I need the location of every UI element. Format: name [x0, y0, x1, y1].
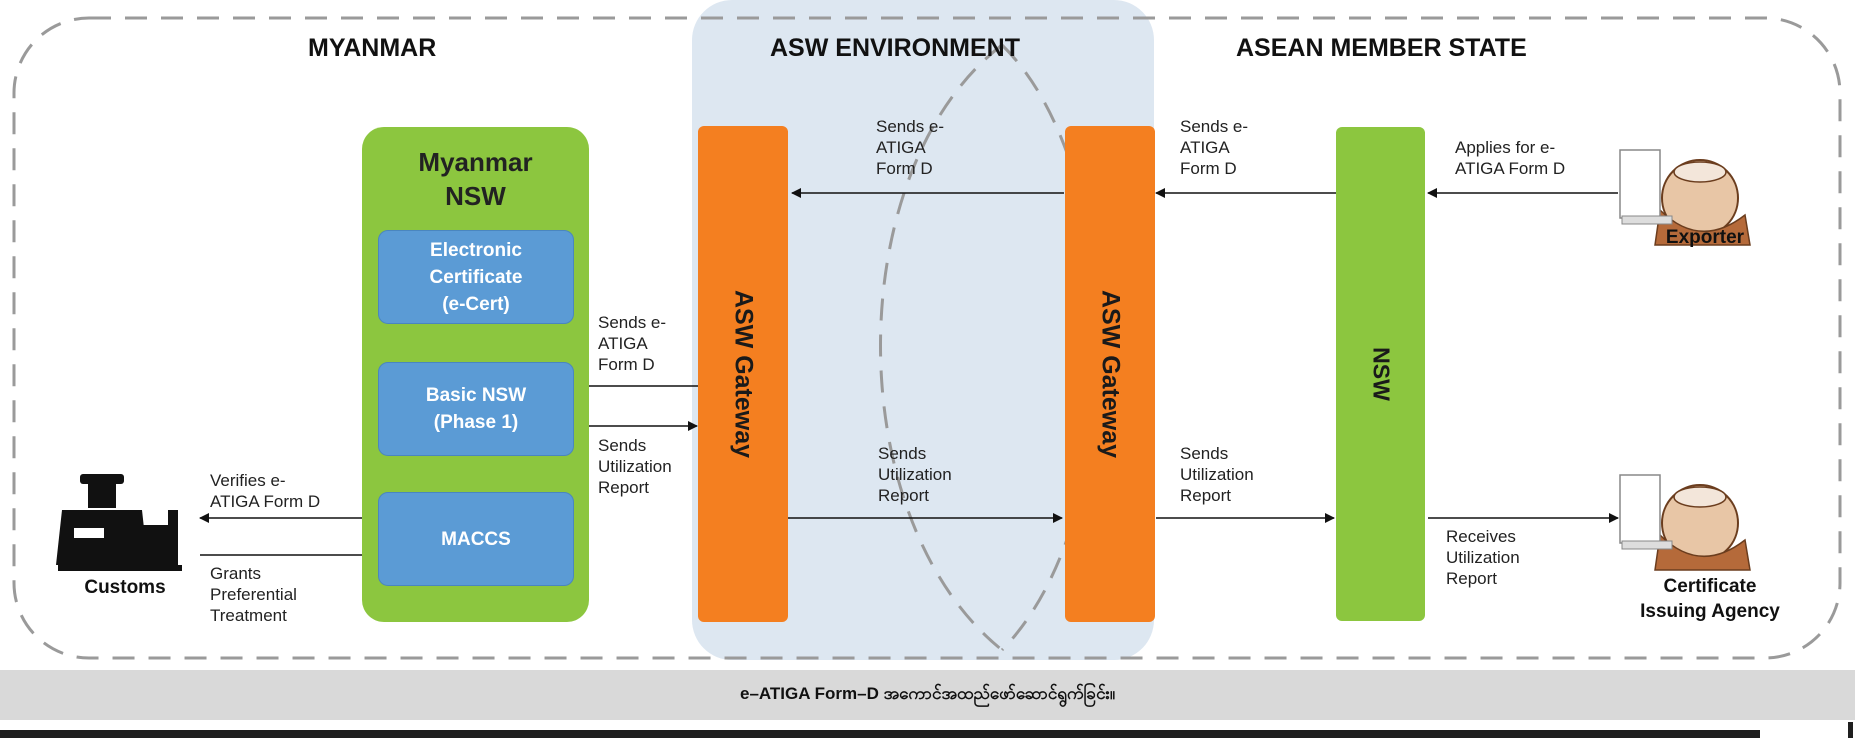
- label-basic-nsw-sends-report: Sends Utilization Report: [598, 436, 672, 497]
- asw-gateway-left-label: ASW Gateway: [729, 289, 758, 459]
- myanmar-nsw-title: Myanmar NSW: [418, 147, 533, 211]
- caption-text: e–ATIGA Form–D အကောင်အထည်ဖော်ဆောင်ရွက်ခြ…: [739, 683, 1115, 703]
- region-title-myanmar: MYANMAR: [308, 34, 437, 62]
- label-agency-receives-report: Receives Utilization Report: [1446, 527, 1520, 588]
- actor-customs: Customs: [84, 577, 166, 598]
- asw-left-dashed-curve: [879, 43, 1003, 652]
- agency-person-icon: [1619, 474, 1751, 571]
- asw-gateway-right: ASW Gateway: [1065, 126, 1155, 622]
- actor-exporter: Exporter: [1665, 227, 1745, 248]
- label-gateway-to-nsw-report: Sends Utilization Report: [1180, 444, 1254, 505]
- customs-officer-icon: [56, 474, 182, 571]
- region-title-asean-member-state: ASEAN MEMBER STATE: [1236, 34, 1527, 62]
- label-gateway-sends-report: Sends Utilization Report: [878, 444, 952, 505]
- label-gateway-sends-form: Sends e- ATIGA Form D: [876, 117, 945, 178]
- asw-environment-zone: [692, 0, 1154, 660]
- region-title-asw-environment: ASW ENVIRONMENT: [770, 34, 1020, 62]
- label-customs-verifies: Verifies e- ATIGA Form D: [210, 471, 321, 511]
- actor-agency: Certificate Issuing Agency: [1640, 576, 1780, 622]
- label-exporter-applies: Applies for e- ATIGA Form D: [1455, 138, 1566, 178]
- maccs-box: MACCS: [378, 492, 574, 586]
- asean-nsw-label: NSW: [1368, 347, 1394, 401]
- asw-gateway-right-label: ASW Gateway: [1096, 289, 1125, 459]
- ecert-box: Electronic Certificate (e-Cert): [378, 230, 574, 324]
- basic-nsw-box: Basic NSW (Phase 1): [378, 362, 574, 456]
- outer-boundary: [12, 16, 1842, 660]
- exporter-person-icon: [1619, 149, 1751, 246]
- asw-gateway-left: ASW Gateway: [698, 126, 788, 622]
- corner-mark: [1848, 722, 1853, 738]
- asean-nsw-column: NSW: [1336, 127, 1425, 621]
- asw-right-dashed-curve: [1000, 43, 1100, 652]
- label-nsw-sends-form: Sends e- ATIGA Form D: [1180, 117, 1249, 178]
- label-customs-grants: Grants Preferential Treatment: [210, 564, 297, 625]
- bottom-rule: [0, 730, 1760, 738]
- caption-bar: e–ATIGA Form–D အကောင်အထည်ဖော်ဆောင်ရွက်ခြ…: [0, 670, 1855, 720]
- label-to-basic-nsw-form: Sends e- ATIGA Form D: [598, 313, 667, 374]
